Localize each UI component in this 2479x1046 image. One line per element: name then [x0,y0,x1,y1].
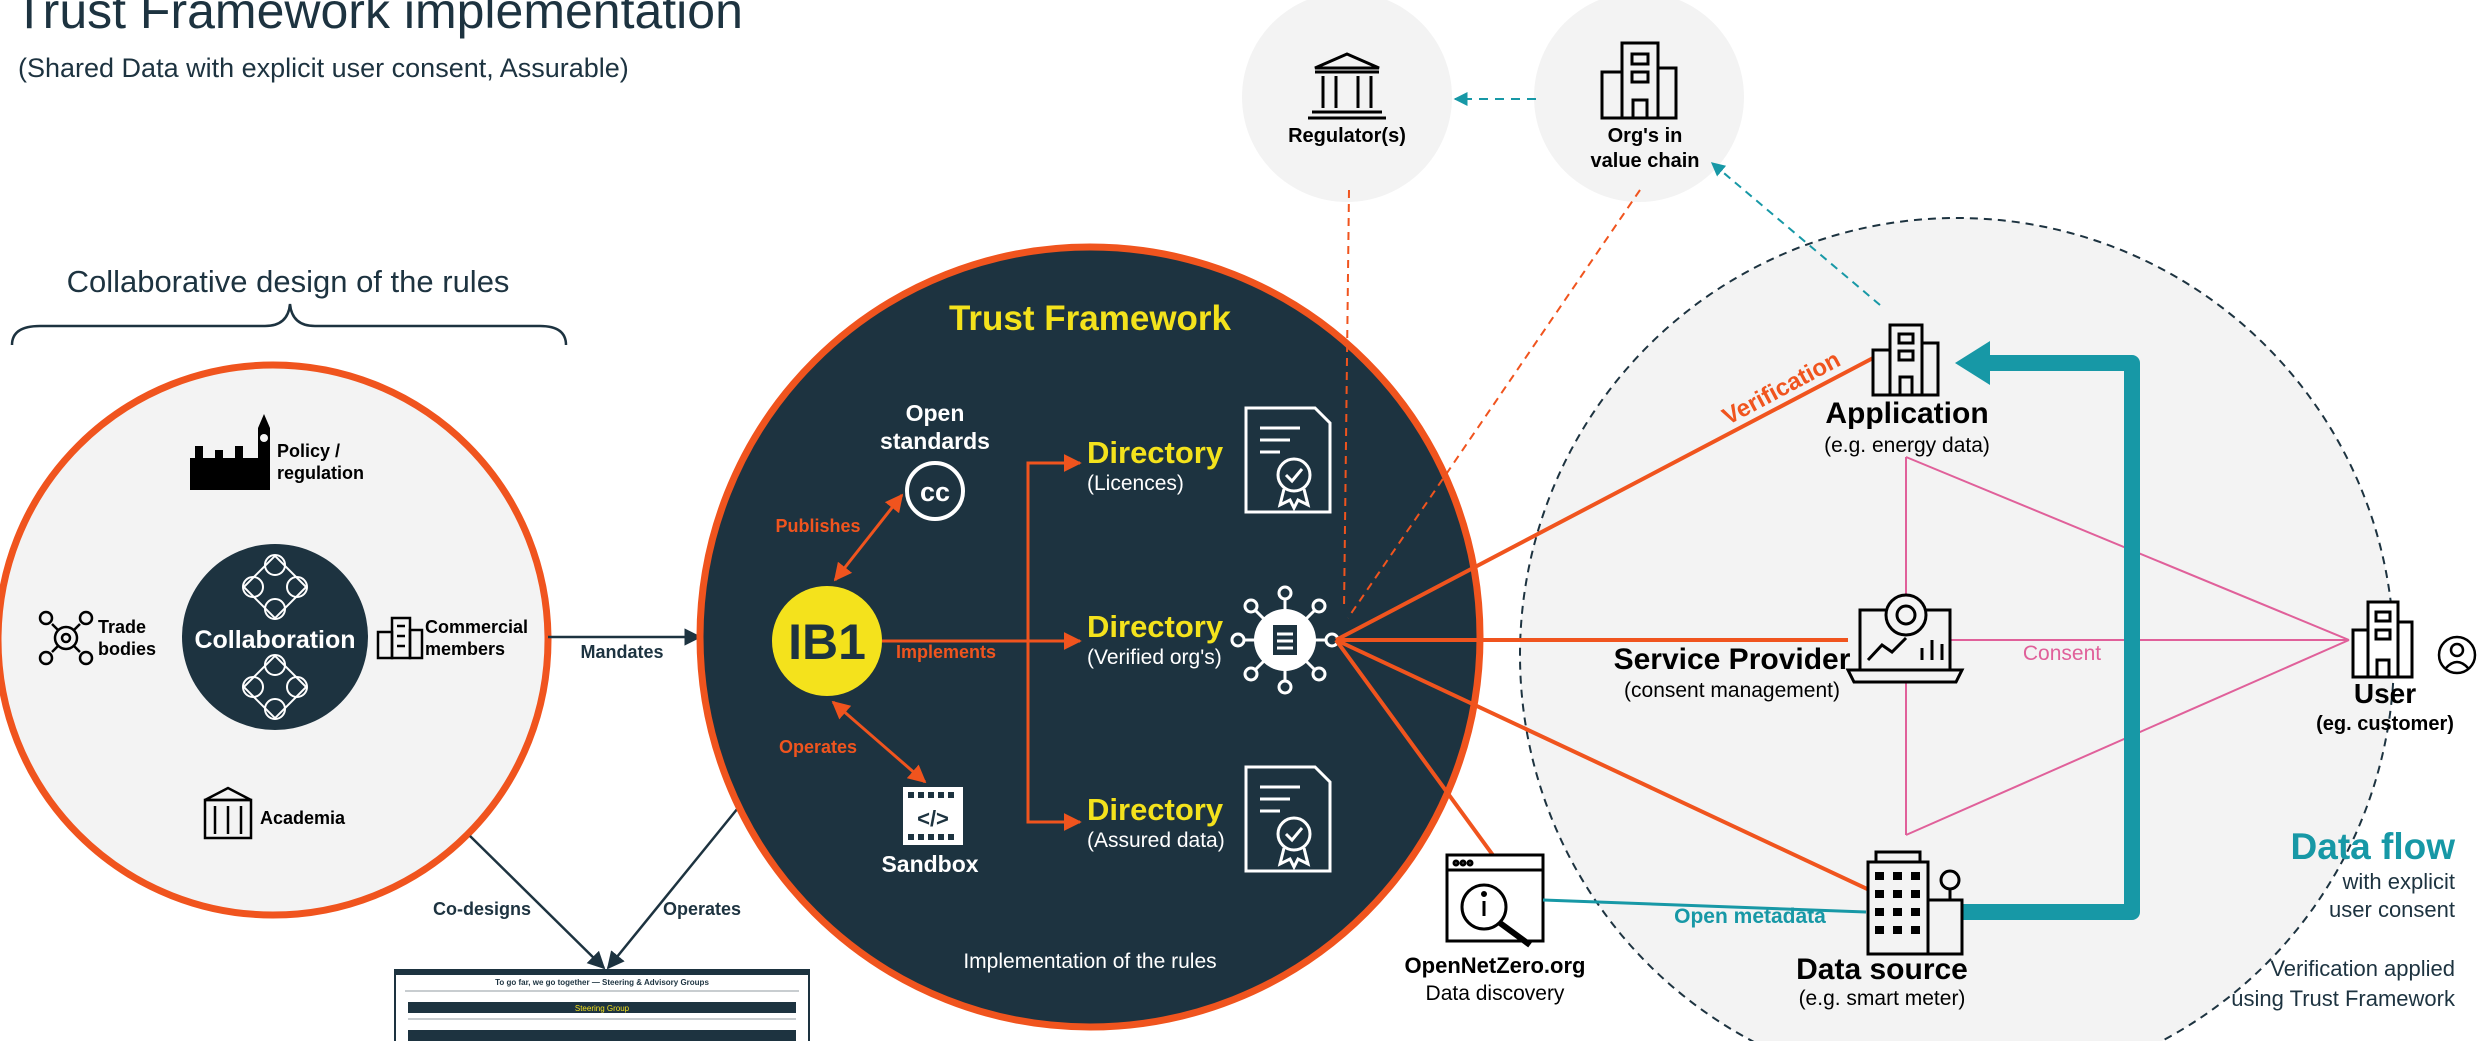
operates-sandbox-arrow [831,700,927,784]
trade-label-2: bodies [98,639,156,659]
academia-label: Academia [260,808,346,828]
opennetzero-title: OpenNetZero.org [1405,953,1586,978]
doc-title: To go far, we go together — Steering & A… [495,978,709,987]
open-metadata-label: Open metadata [1674,905,1826,928]
data-source-title: Data source [1796,953,1968,986]
svg-text:</>: </> [917,806,949,831]
search-document-icon [1445,853,1545,948]
collaboration-label: Collaboration [194,626,355,654]
co-designs-label: Co-designs [433,899,531,919]
policy-label-2: regulation [277,463,364,483]
application-sub: (e.g. energy data) [1824,434,1990,457]
orgs-label-2: value chain [1591,150,1700,172]
verification-note-line1: Verification applied [2270,956,2455,981]
verification-note-line2: using Trust Framework [2231,986,2456,1011]
code-sandbox-icon: </> [903,787,963,845]
certificate-icon [1244,765,1332,873]
commercial-label-2: members [425,639,505,659]
creative-commons-icon: cc [905,461,965,521]
ib1-label: IB1 [788,614,866,670]
service-provider-title: Service Provider [1614,643,1851,676]
data-source-sub: (e.g. smart meter) [1799,987,1966,1010]
data-flow-legend-title: Data flow [2291,826,2456,867]
design-heading: Collaborative design of the rules [67,264,510,299]
ib1-badge [772,586,882,696]
implements-licences-branch [1026,454,1082,641]
design-brace [10,303,568,346]
office-building-icon [1600,41,1678,120]
trade-label-1: Trade [98,617,146,637]
opennetzero-sub: Data discovery [1426,982,1565,1005]
orgs-link [1347,189,1641,619]
operates-label: Operates [663,899,741,919]
directory-assured-title: Directory [1087,792,1224,827]
regulators-circle [1242,0,1452,202]
data-flow-arrowhead [1955,341,1990,385]
mandates-label: Mandates [580,642,663,662]
operates-sandbox-label: Operates [779,737,857,757]
data-flow-legend-line2: user consent [2329,897,2455,922]
implements-label: Implements [896,642,996,662]
certificate-icon [1244,406,1332,514]
page-title: Trust Framework implementation [14,0,743,39]
directory-verified-title: Directory [1087,609,1224,644]
data-flow-legend-line1: with explicit [2342,869,2455,894]
page-subtitle: (Shared Data with explicit user consent,… [18,53,629,83]
publishes-arrow [833,493,904,582]
office-building-icon [1871,323,1940,397]
gear-network-icon [38,610,94,666]
operates-arrow [606,807,739,970]
implements-assured-branch [1026,641,1082,831]
trust-framework-title: Trust Framework [949,299,1232,338]
verification-lines [1334,355,1881,897]
server-network-icon [1230,585,1340,695]
smart-meter-building-icon [1866,850,1964,956]
user-title: User [2354,678,2416,709]
orgs-label-1: Org's in [1608,125,1683,147]
open-standards-label-1: Open [906,400,965,426]
directory-licences-sub: (Licences) [1087,472,1184,495]
co-designs-arrow [469,835,606,970]
office-building-icon [2351,600,2414,679]
open-metadata-line [1542,898,1867,914]
consent-label: Consent [2023,642,2101,665]
application-to-orgs-arrow [1710,162,1881,306]
regulators-label: Regulator(s) [1288,125,1406,147]
steering-doc-thumbnail: To go far, we go together — Steering & A… [394,969,810,1046]
directory-verified-sub: (Verified org's) [1087,646,1222,669]
user-avatar-icon [2437,635,2477,675]
collaboration-hub [182,544,368,730]
regulators-link [1343,189,1350,611]
trust-framework-circle [696,243,1484,1031]
laptop-gear-icon [1845,593,1965,684]
user-sub: (eg. customer) [2316,713,2454,735]
application-title: Application [1825,397,1988,430]
svg-text:cc: cc [920,477,950,507]
commercial-label-1: Commercial [425,617,528,637]
government-building-icon [1308,52,1386,120]
parliament-icon [190,414,270,490]
directory-licences-title: Directory [1087,435,1224,470]
policy-label-1: Policy / [277,441,340,461]
office-building-icon [376,616,424,660]
open-standards-label-2: standards [880,428,990,454]
people-cluster-icon [242,554,308,720]
directory-assured-sub: (Assured data) [1087,829,1225,852]
university-icon [203,786,253,840]
sandbox-label: Sandbox [881,851,978,877]
doc-bar-label: Steering Group [575,1004,630,1013]
service-provider-sub: (consent management) [1624,679,1840,702]
trust-footer-label: Implementation of the rules [963,950,1216,973]
publishes-label: Publishes [775,516,860,536]
data-flow-arrow [1960,355,2140,920]
